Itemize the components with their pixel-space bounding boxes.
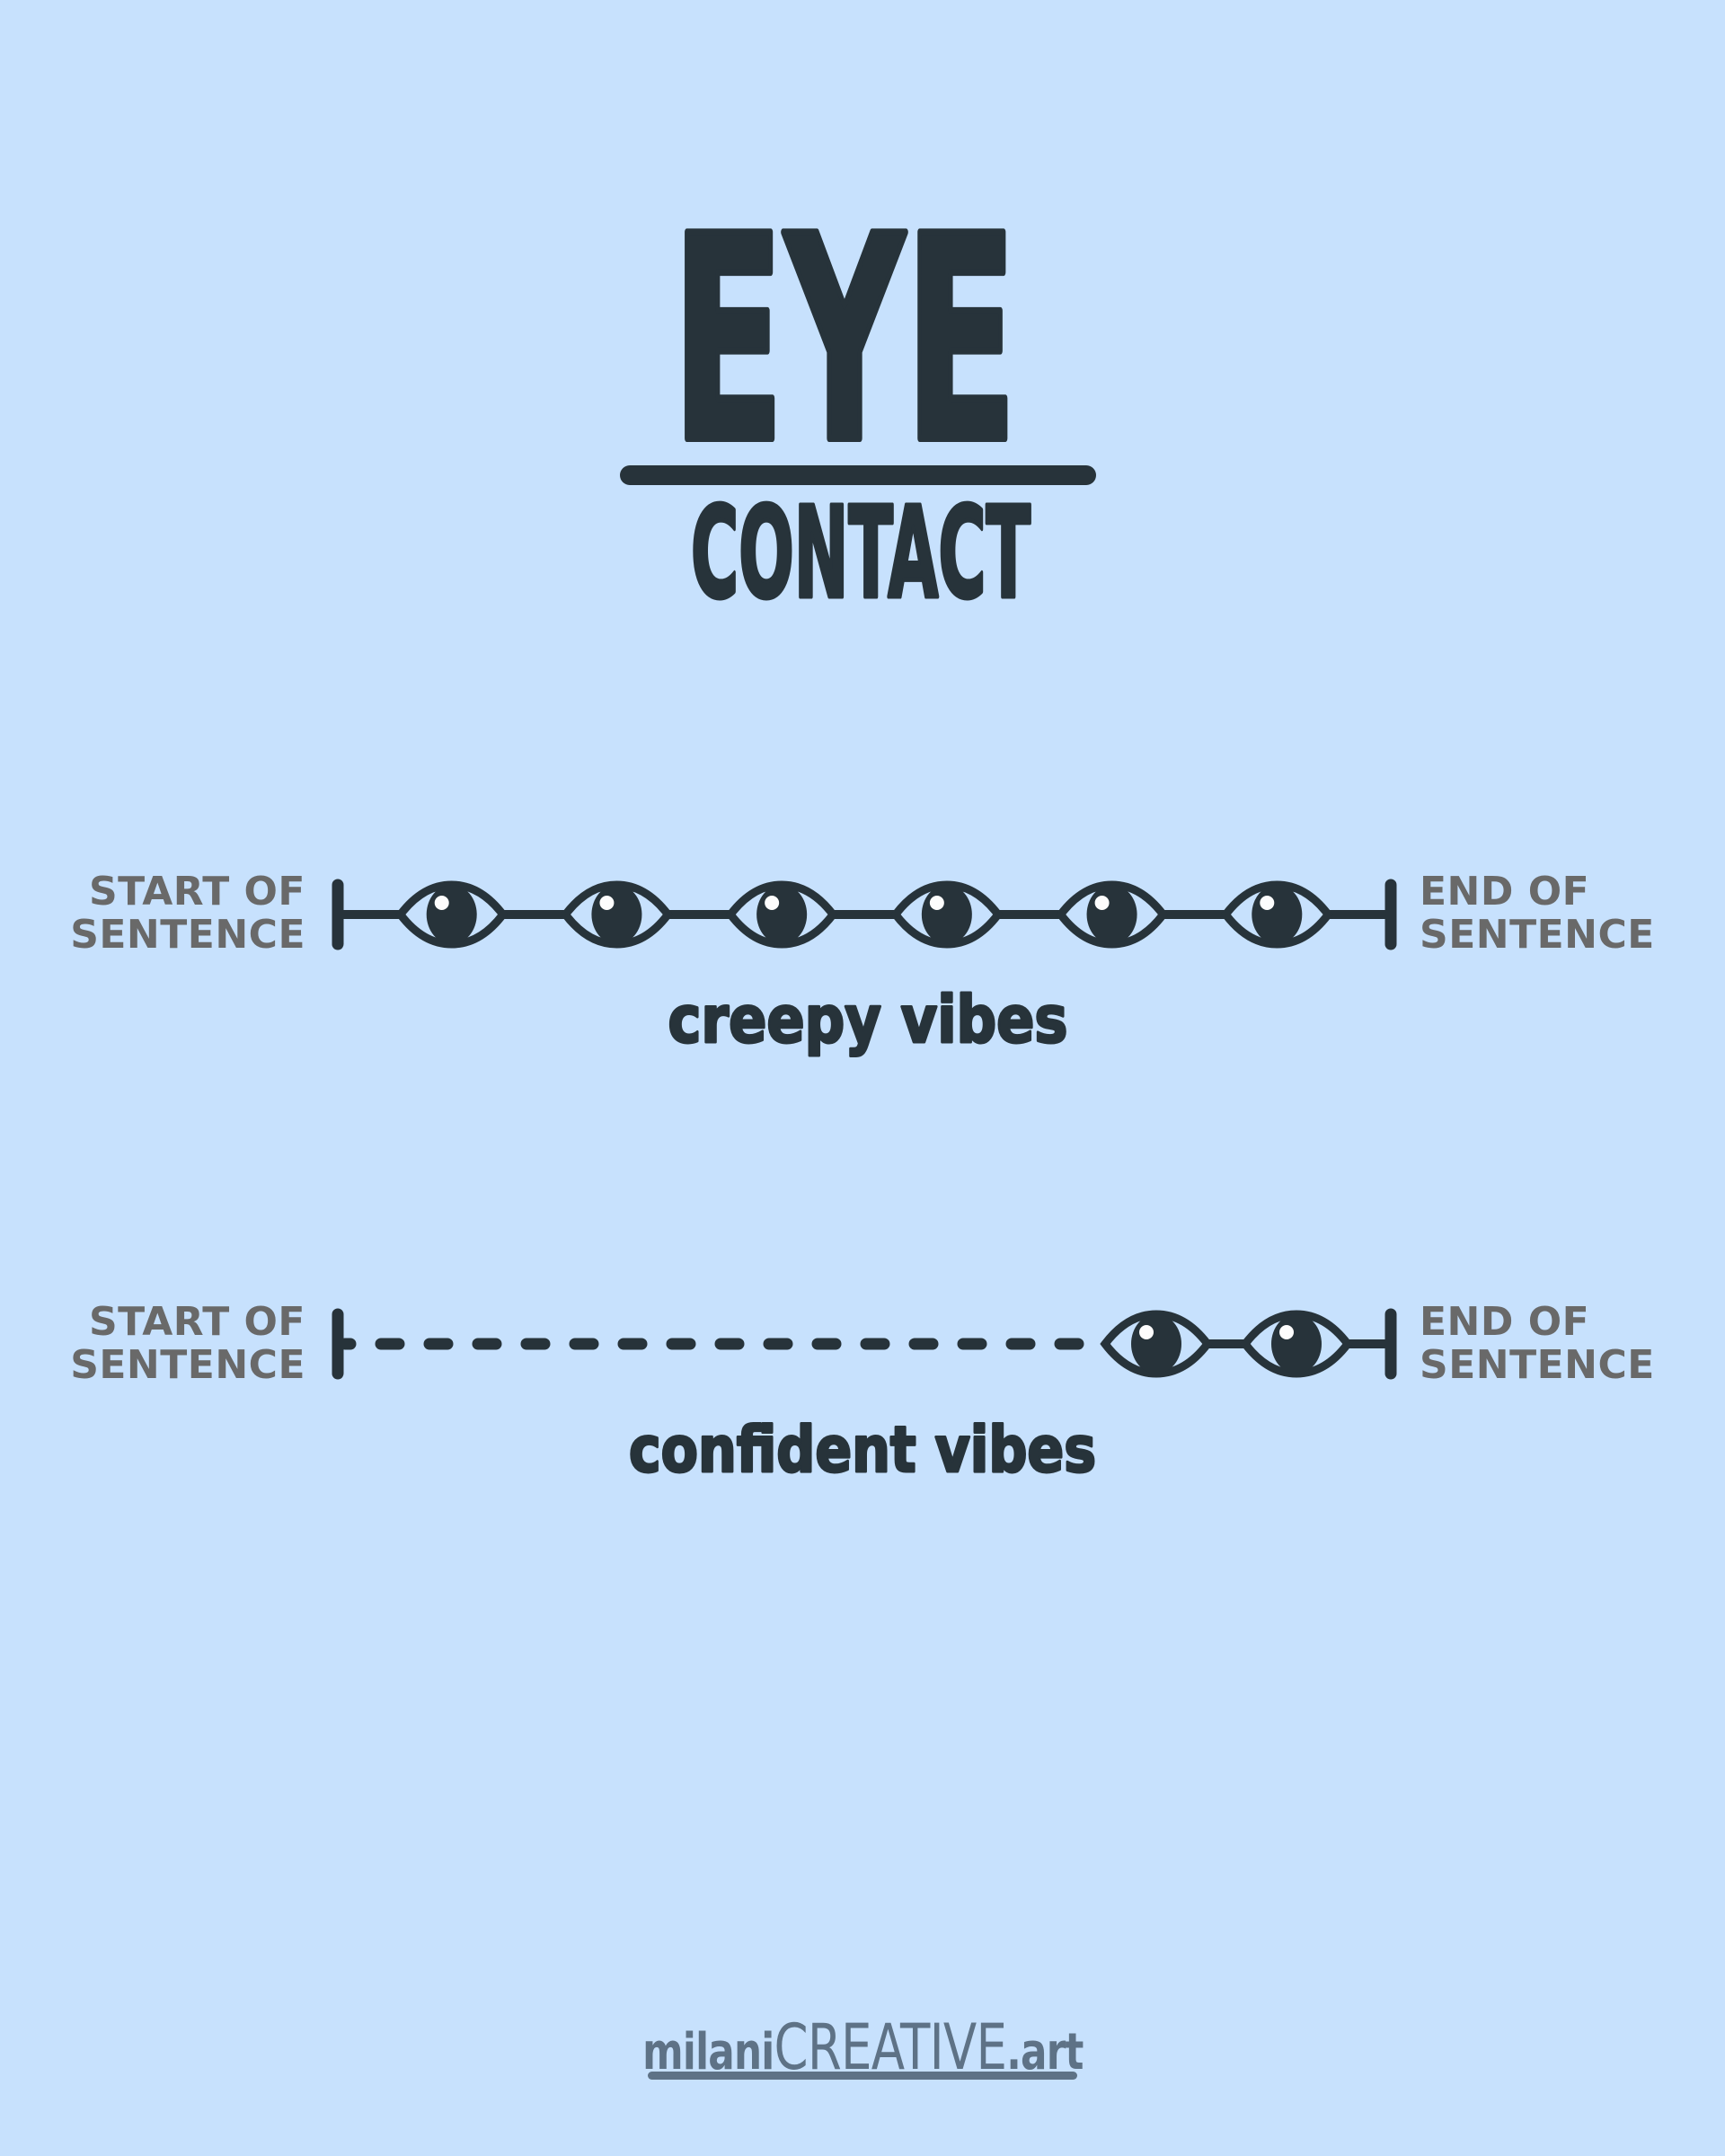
row1-start-of-sentence-label: START OF SENTENCE xyxy=(52,870,305,956)
eye-highlight xyxy=(1139,1325,1154,1339)
eye-highlight xyxy=(1279,1325,1294,1339)
label-line: SENTENCE xyxy=(1420,911,1655,958)
label-line: START OF xyxy=(88,1299,305,1345)
label-line: SENTENCE xyxy=(1420,1341,1655,1388)
eye-icon xyxy=(1220,880,1333,949)
eye-iris xyxy=(1252,885,1303,944)
eye-icon xyxy=(1055,880,1169,949)
eye-iris xyxy=(921,885,972,944)
brand-underline xyxy=(648,2072,1077,2080)
row1-caption: creepy vibes xyxy=(667,981,1069,1059)
eye-highlight xyxy=(1094,896,1110,910)
label-line: START OF xyxy=(88,869,305,915)
creepy-vibes-text: creepy vibes xyxy=(668,982,1068,1057)
label-line: END OF xyxy=(1420,869,1590,915)
eye-iris xyxy=(756,885,808,944)
eye-highlight xyxy=(929,896,944,910)
row1-end-of-sentence-label: END OF SENTENCE xyxy=(1420,870,1707,956)
row2-end-of-sentence-label: END OF SENTENCE xyxy=(1420,1301,1707,1386)
eye-iris xyxy=(426,885,477,944)
title-contact-text: CONTACT xyxy=(691,481,1031,627)
title-underline xyxy=(620,465,1096,485)
eye-highlight xyxy=(765,896,780,910)
eye-iris xyxy=(1086,885,1137,944)
eye-iris xyxy=(1271,1314,1322,1374)
timeline-constant-eye-contact xyxy=(332,879,1397,950)
eye-icon xyxy=(890,880,1004,949)
eye-icon xyxy=(1240,1310,1353,1378)
row2-caption: confident vibes xyxy=(628,1412,1098,1489)
title-word-contact: CONTACT xyxy=(689,479,1033,630)
eye-highlight xyxy=(599,896,615,910)
label-line: SENTENCE xyxy=(70,911,305,958)
timeline-end-eye-contact xyxy=(332,1308,1397,1380)
title-word-eye: EYE xyxy=(668,173,1022,509)
eye-icon xyxy=(560,880,674,949)
title-eye-text: EYE xyxy=(672,177,1018,506)
row2-start-of-sentence-label: START OF SENTENCE xyxy=(52,1301,305,1386)
eye-icon xyxy=(395,880,509,949)
eye-icon xyxy=(1100,1310,1213,1378)
label-line: SENTENCE xyxy=(70,1341,305,1388)
eye-iris xyxy=(1131,1314,1181,1374)
eye-highlight xyxy=(1260,896,1275,910)
confident-vibes-text: confident vibes xyxy=(629,1413,1096,1487)
label-line: END OF xyxy=(1420,1299,1590,1345)
eye-iris xyxy=(591,885,642,944)
eye-highlight xyxy=(434,896,449,910)
eye-icon xyxy=(725,880,838,949)
